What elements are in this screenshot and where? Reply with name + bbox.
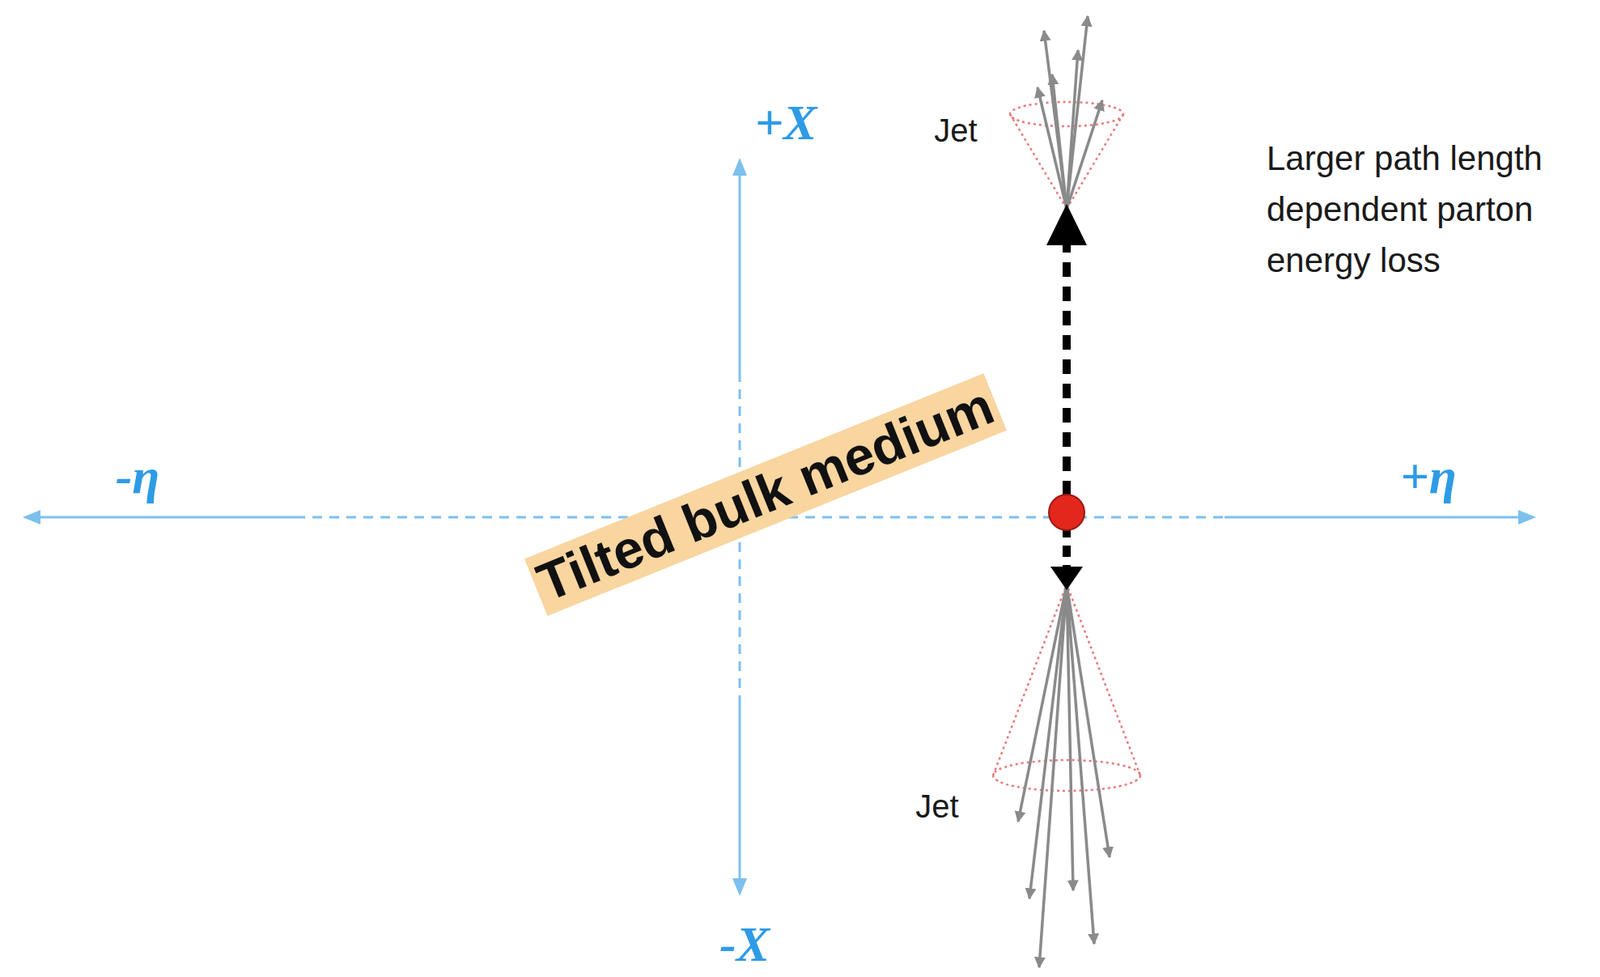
jet-particle [1037,87,1067,209]
axis-arrowhead [1518,509,1537,525]
medium-ellipse [211,148,1327,799]
parton-dashed-path [1062,526,1071,569]
axis-label: +η [1400,450,1456,501]
jet-particle [1066,584,1110,858]
jet-particle [1052,74,1067,209]
jet-label: Jet [915,789,959,823]
jet-particle [1066,584,1095,944]
axis-label: -η [115,450,161,501]
production-point [1048,494,1085,531]
lower-jet [993,584,1141,968]
jet-particle [1029,584,1067,899]
parton-arrowhead [1046,203,1087,246]
parton-arrowhead [1050,566,1083,590]
annotation-note: Larger path length dependent parton ener… [1266,132,1591,286]
axis-arrowhead [732,878,747,896]
jet-particle [1066,50,1078,209]
axis-arrowhead [732,157,747,176]
axis-line [738,704,742,883]
parton-dashed-path [1062,245,1071,496]
axis-label: +X [755,97,818,148]
axis-arrowhead [22,509,41,525]
axis-line [1224,516,1524,519]
jet-particle [1044,30,1067,209]
axis-line [738,170,742,373]
jet-cone [993,759,1141,791]
jet-cone [1010,101,1124,127]
jet-particle [1066,100,1103,209]
bulk-medium-ellipse: Tilted bulk medium [236,307,1302,640]
parton-path [1046,203,1087,590]
jet-label: Jet [933,114,977,147]
node-title: Tilted bulk medium [524,373,1007,616]
axis-line [35,516,296,519]
upper-jet [1010,16,1124,209]
axis-label: -X [719,918,770,969]
jet-particle [1066,584,1074,891]
